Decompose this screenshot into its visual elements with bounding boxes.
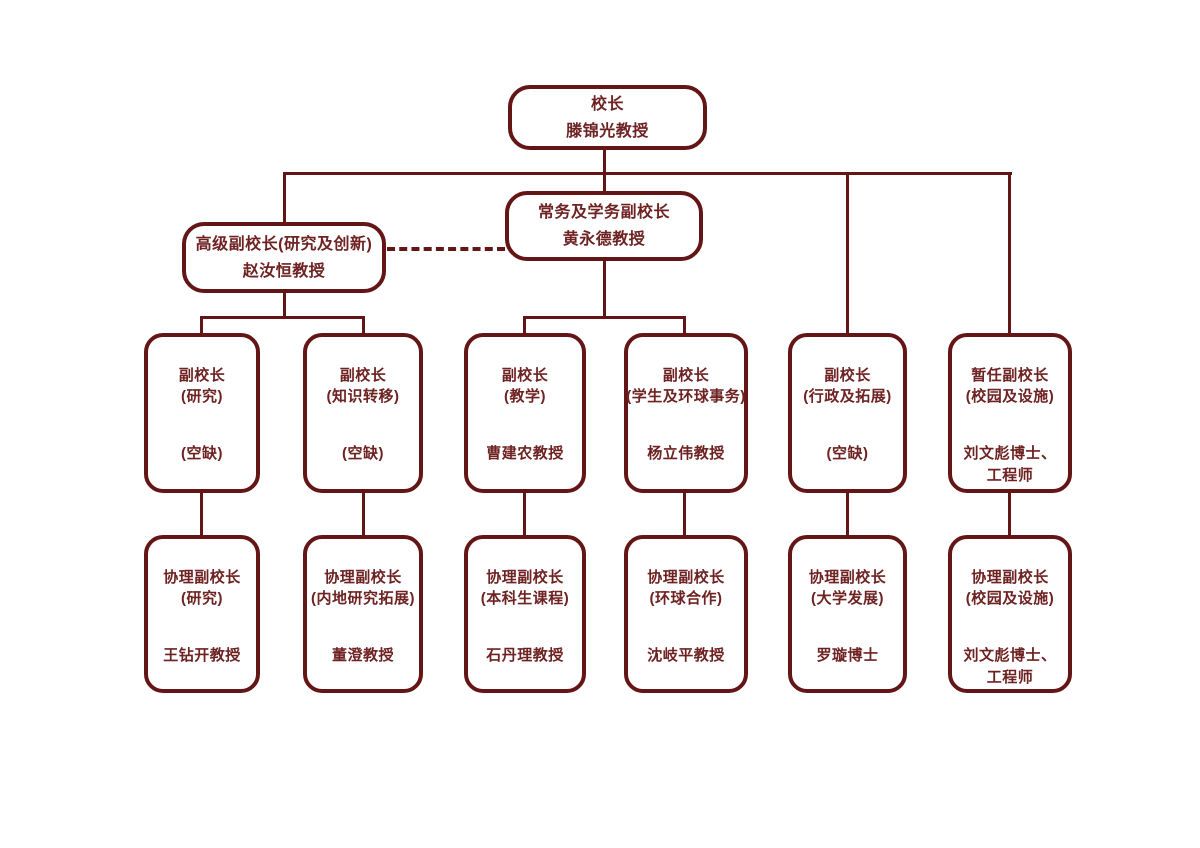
node-title: 暂任副校长 bbox=[971, 367, 1049, 384]
connector-senior-vp-down bbox=[283, 292, 286, 318]
org-node-avp-research: 协理副校长 (研究) 王钻开教授 bbox=[144, 535, 260, 693]
org-node-senior-vp: 高级副校长(研究及创新) 赵汝恒教授 bbox=[182, 222, 386, 293]
node-title: 副校长 bbox=[824, 367, 871, 384]
connector-avp6-drop bbox=[1008, 492, 1011, 536]
node-title: 副校长 bbox=[339, 367, 387, 384]
connector-provost-drop bbox=[603, 172, 606, 192]
org-node-president: 校长 滕锦光教授 bbox=[508, 85, 707, 150]
node-scope: (行政及拓展) bbox=[803, 388, 892, 405]
connector-avp4-drop bbox=[683, 492, 686, 536]
connector-vp4-drop bbox=[683, 316, 686, 334]
org-node-avp-campus-facilities: 协理副校长 (校园及设施) 刘文彪博士、 工程师 bbox=[948, 535, 1072, 693]
node-title: 协理副校长 bbox=[647, 569, 725, 586]
node-scope: (研究) bbox=[180, 388, 223, 405]
org-node-avp-mainland-research: 协理副校长 (内地研究拓展) 董澄教授 bbox=[303, 535, 423, 693]
node-name: 赵汝恒教授 bbox=[242, 262, 326, 280]
connector-dashed-link bbox=[387, 247, 505, 251]
node-name: 黄永德教授 bbox=[562, 231, 646, 248]
connector-president-down bbox=[603, 149, 606, 174]
node-title: 常务及学务副校长 bbox=[537, 204, 670, 221]
node-name: (空缺) bbox=[181, 445, 223, 462]
node-scope: (内地研究拓展) bbox=[311, 590, 415, 607]
node-scope: (研究) bbox=[180, 590, 223, 607]
connector-avp1-drop bbox=[200, 492, 203, 536]
connector-provost-branch bbox=[523, 316, 686, 319]
connector-vp3-drop bbox=[523, 316, 526, 334]
node-name: 王钻开教授 bbox=[163, 647, 241, 664]
org-node-vp-students-global: 副校长 (学生及环球事务) 杨立伟教授 bbox=[624, 333, 748, 493]
org-node-avp-global-partnerships: 协理副校长 (环球合作) 沈岐平教授 bbox=[624, 535, 748, 693]
node-title: 校长 bbox=[590, 95, 624, 113]
node-name: (空缺) bbox=[826, 445, 869, 462]
connector-avp5-drop bbox=[846, 492, 849, 536]
node-title: 副校长 bbox=[662, 367, 710, 384]
node-scope: (环球合作) bbox=[649, 590, 723, 607]
node-name: 刘文彪博士、 工程师 bbox=[963, 647, 1057, 686]
node-title: 协理副校长 bbox=[486, 569, 564, 586]
node-title: 高级副校长(研究及创新) bbox=[195, 235, 373, 253]
org-node-vp-knowledge-transfer: 副校长 (知识转移) (空缺) bbox=[303, 333, 423, 493]
connector-avp2-drop bbox=[362, 492, 365, 536]
connector-vp2-drop bbox=[362, 316, 365, 334]
node-name: (空缺) bbox=[342, 445, 384, 462]
node-title: 副校长 bbox=[501, 367, 549, 384]
node-name: 董澄教授 bbox=[331, 647, 394, 664]
node-title: 协理副校长 bbox=[163, 569, 241, 586]
org-node-provost: 常务及学务副校长 黄永德教授 bbox=[505, 191, 703, 261]
org-node-avp-undergraduate: 协理副校长 (本科生课程) 石丹理教授 bbox=[464, 535, 586, 693]
node-name: 罗璇博士 bbox=[816, 647, 879, 664]
node-name: 杨立伟教授 bbox=[647, 445, 725, 462]
node-name: 刘文彪博士、 工程师 bbox=[963, 445, 1057, 484]
connector-senior-branch bbox=[200, 316, 365, 319]
connector-vp1-drop bbox=[200, 316, 203, 334]
node-scope: (校园及设施) bbox=[965, 590, 1055, 607]
node-scope: (学生及环球事务) bbox=[626, 388, 746, 405]
org-node-vp-teaching: 副校长 (教学) 曹建农教授 bbox=[464, 333, 586, 493]
connector-provost-down bbox=[603, 260, 606, 318]
node-name: 沈岐平教授 bbox=[647, 647, 725, 664]
node-name: 曹建农教授 bbox=[486, 445, 564, 462]
org-node-vp-admin-development: 副校长 (行政及拓展) (空缺) bbox=[788, 333, 907, 493]
node-name: 石丹理教授 bbox=[486, 647, 564, 664]
node-scope: (本科生课程) bbox=[480, 590, 570, 607]
connector-top-horizontal bbox=[283, 172, 1012, 175]
connector-vp5-drop bbox=[846, 172, 849, 334]
node-scope: (大学发展) bbox=[810, 590, 884, 607]
node-name: 滕锦光教授 bbox=[566, 122, 649, 140]
node-scope: (校园及设施) bbox=[965, 388, 1055, 405]
org-node-avp-university-development: 协理副校长 (大学发展) 罗璇博士 bbox=[788, 535, 907, 693]
node-scope: (教学) bbox=[503, 388, 546, 405]
node-title: 协理副校长 bbox=[324, 569, 402, 586]
node-title: 协理副校长 bbox=[971, 569, 1049, 586]
org-node-vp-research: 副校长 (研究) (空缺) bbox=[144, 333, 260, 493]
org-node-vp-campus-facilities: 暂任副校长 (校园及设施) 刘文彪博士、 工程师 bbox=[948, 333, 1072, 493]
node-title: 协理副校长 bbox=[808, 569, 887, 586]
connector-vp6-drop bbox=[1008, 172, 1011, 334]
node-title: 副校长 bbox=[178, 367, 226, 384]
node-scope: (知识转移) bbox=[326, 388, 400, 405]
connector-senior-vp-drop bbox=[283, 172, 286, 223]
connector-avp3-drop bbox=[523, 492, 526, 536]
